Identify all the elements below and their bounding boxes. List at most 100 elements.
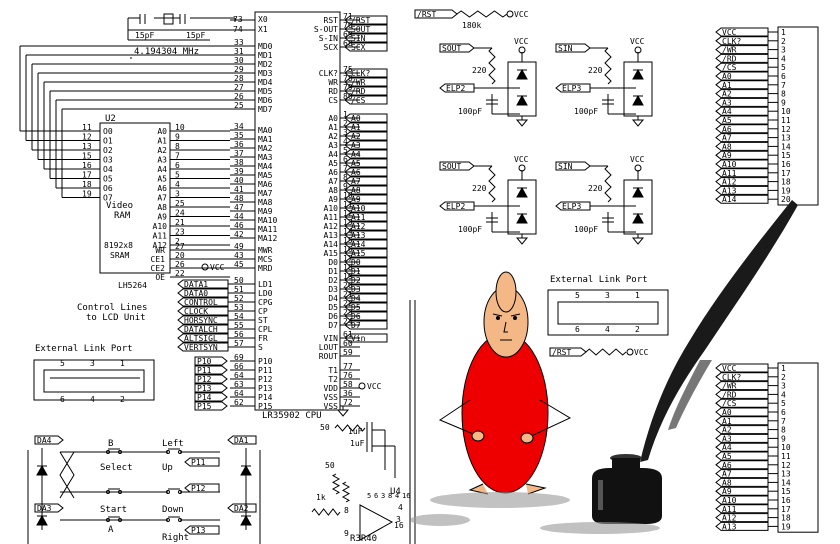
port-signal-tag (194, 374, 228, 384)
button-label: Down (162, 505, 184, 515)
cpu-left-pin-label: CPL (258, 325, 273, 334)
u2-title: Video (106, 201, 133, 211)
cpu-left-pin-num: 31 (234, 47, 244, 56)
lcd-caption: Control Lines (77, 303, 147, 313)
cpu-signal-tag-label: SIN (351, 34, 366, 43)
protection-r: 220 (472, 184, 487, 193)
button-diode-tag (34, 435, 64, 445)
cpu-right-pin-label: D4 (328, 294, 338, 303)
audio-vres (341, 481, 351, 503)
cpu-signal-tag-label: A1 (351, 123, 361, 132)
cpu-pin-label: X1 (258, 25, 268, 34)
cart-connector-top-pin: 20 (781, 195, 791, 204)
cpu-left-pin-num: 62 (234, 398, 244, 407)
cpu-signal-tag (344, 77, 388, 87)
cpu-signal-tag (344, 194, 388, 204)
cart-connector-bottom-tag-label: A5 (722, 452, 732, 461)
u2-ctrl-pin: 26 (175, 260, 185, 269)
cpu-left-pin-label: MD6 (258, 96, 273, 105)
cart-connector-bottom-tag-label: A4 (722, 443, 732, 452)
cpu-left-pin-label: MD3 (258, 69, 273, 78)
switch-contact (178, 518, 182, 522)
protection-vcc: VCC (630, 155, 645, 164)
cpu-right-pin-num: 20 (343, 281, 353, 290)
u2-type: SRAM (110, 251, 129, 260)
cpu-left-pin-num: 28 (234, 74, 244, 83)
lcd-signal-tag-label: VERTSYN (184, 343, 218, 352)
cart-connector-bottom-tag-label: A2 (722, 426, 732, 435)
switch-contact (166, 518, 170, 522)
cart-connector-top-tag-label: A14 (722, 195, 737, 204)
cpu-right-pin-num: 71 (343, 12, 353, 21)
cart-connector-top-pin: 18 (781, 178, 791, 187)
cpu-left-pin-num: 30 (234, 56, 244, 65)
protection-resistor (488, 165, 496, 203)
cpu-signal-tag (344, 203, 388, 213)
u2-io-label: O5 (103, 175, 113, 184)
cpu-right-pin-num: 60 (343, 339, 353, 348)
port-signal-tag-label: P13 (197, 384, 212, 393)
cart-connector-top-pin: 11 (781, 116, 791, 125)
protection-out-tag-label: ELP2 (446, 84, 465, 93)
vcc-node (506, 10, 514, 18)
audio-ic-pin: 16 (394, 521, 404, 530)
cart-connector-bottom-tag-label: VCC (722, 364, 737, 373)
link-port-pin: 2 (120, 395, 125, 404)
vcc-node (518, 164, 526, 172)
cart-connector-bottom-pin: 10 (781, 443, 791, 452)
cpu-right-pin-num: 77 (343, 362, 353, 371)
vcc-node (634, 46, 642, 54)
cart-connector-bottom-pin: 6 (781, 408, 786, 417)
egg-foot-right (525, 483, 547, 495)
button-diode-tag-label: DA3 (37, 504, 52, 513)
cpu-right-pin-label: A15 (324, 249, 339, 258)
link-port-pin: 4 (90, 395, 95, 404)
u2-pin-num: 13 (82, 142, 92, 151)
cpu-left-pin-label: LD1 (258, 280, 273, 289)
cart-connector-top-pin: 8 (781, 90, 786, 99)
audio-r: 50 (320, 423, 330, 432)
cart-connector-top-tag-label: A5 (722, 116, 732, 125)
protection-diode-bottom (516, 212, 528, 224)
u2-addr-label: A0 (157, 127, 167, 136)
reset-tag (414, 9, 458, 19)
cart-connector-top-tag-label: A13 (722, 186, 737, 195)
cpu-left-pin-label: MRD (258, 264, 273, 273)
cpu-right-pin-label: D5 (328, 303, 338, 312)
cart-connector-top-tag-label: A9 (722, 151, 732, 160)
cpu-left-pin-label: LD0 (258, 289, 273, 298)
cpu-right-pin-label: A11 (324, 213, 339, 222)
cart-connector-top-pin: 13 (781, 134, 791, 143)
cart-connector-top-tag-label: A8 (722, 142, 732, 151)
u2-pin-num: 19 (82, 190, 92, 199)
cpu-signal-tag-label: A10 (351, 204, 366, 213)
u2-ctrl-label: OE (155, 273, 165, 282)
cpu-signal-tag (344, 158, 388, 168)
cpu-left-pin-num: 52 (234, 294, 244, 303)
cart-connector-top-tag-label: /WR (722, 46, 737, 55)
link-rst-tag (549, 347, 587, 357)
cpu-signal-tag-label: /RST (351, 16, 370, 25)
button-label: A (108, 525, 114, 535)
audio-ic-pin: 3 (381, 492, 385, 500)
cpu-left-pin-num: 64 (234, 389, 244, 398)
egg-arm-right (526, 399, 572, 439)
cart-connector-top-tag-label: A12 (722, 178, 737, 187)
cpu-signal-tag-label: A12 (351, 222, 366, 231)
cart-connector-bottom-outline (777, 362, 819, 533)
u2-io-label: O1 (103, 137, 113, 146)
protection-vcc: VCC (630, 37, 645, 46)
u2-pin-num: 11 (82, 123, 92, 132)
cart-connector-top-tag-label: VCC (722, 28, 737, 37)
cart-connector-top-pin: 3 (781, 46, 786, 55)
protection-c: 100pF (458, 225, 482, 234)
cpu-left-pin-label: MA11 (258, 225, 277, 234)
cart-connector-top-tag-label: A10 (722, 160, 737, 169)
port-signal-tag-label: P10 (197, 357, 212, 366)
cpu-signal-tag (344, 311, 388, 321)
cpu-right-pin-num: 6 (343, 155, 348, 164)
button-port-tag (184, 457, 220, 467)
protection-c: 100pF (458, 107, 482, 116)
protection-in-tag-label: SOUT (442, 44, 461, 53)
switch-contact (166, 490, 170, 494)
